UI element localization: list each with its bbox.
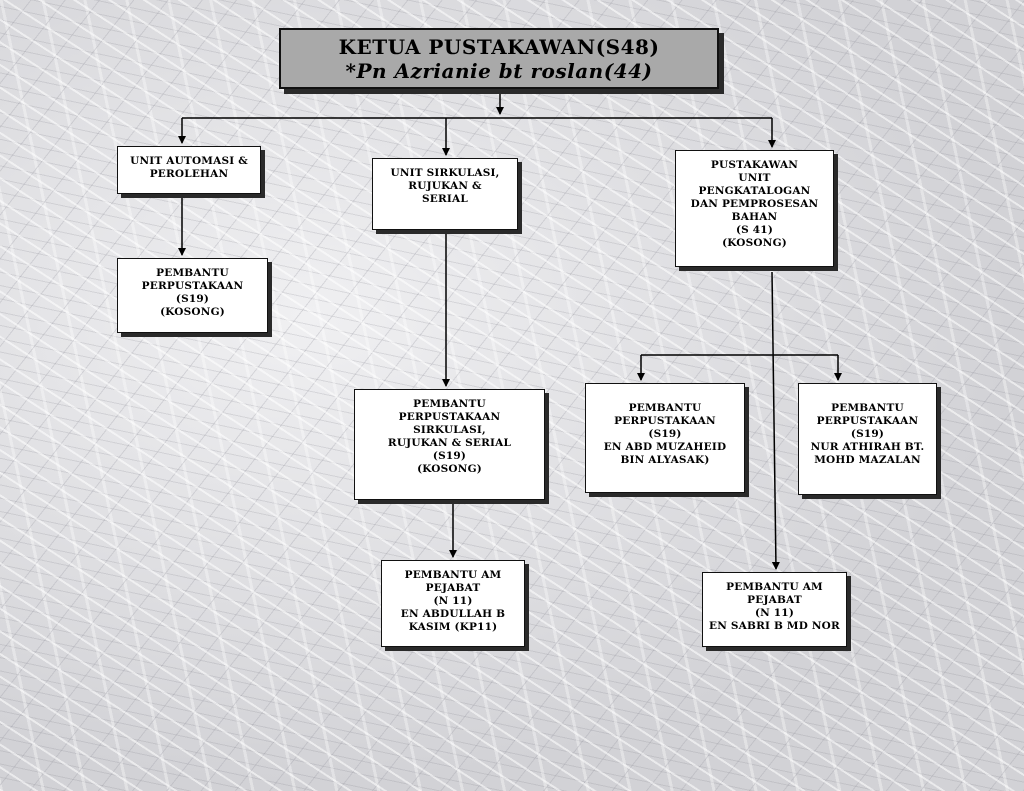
box-line: RUJUKAN & — [408, 180, 482, 192]
box-line: (KOSONG) — [160, 306, 225, 318]
pembantu-am-katalog-box: PEMBANTU AM PEJABAT (N 11) EN SABRI B MD… — [702, 572, 847, 647]
head-title: KETUA PUSTAKAWAN(S48) — [338, 34, 660, 59]
box-line: DAN PEMPROSESAN — [690, 198, 819, 210]
box-line: (S19) — [175, 293, 210, 305]
box-line: PERPUSTAKAAN — [614, 415, 716, 427]
box-line: PEJABAT — [425, 582, 481, 594]
box-line: MOHD MAZALAN — [814, 454, 921, 466]
box-line: (S19) — [850, 428, 885, 440]
box-line: NUR ATHIRAH BT. — [810, 441, 925, 453]
box-line: PEJABAT — [747, 594, 802, 606]
box-line: (N 11) — [433, 595, 473, 607]
box-line: UNIT SIRKULASI, — [390, 167, 500, 179]
box-line: UNIT AUTOMASI & — [130, 155, 248, 167]
box-line: UNIT — [738, 172, 771, 184]
box-line: PERPUSTAKAAN — [398, 411, 501, 423]
box-line: EN ABDULLAH B — [400, 608, 506, 620]
connector-katalog-am — [771, 271, 780, 570]
unit-sirkulasi-box: UNIT SIRKULASI, RUJUKAN & SERIAL — [372, 158, 518, 230]
box-line: PEMBANTU — [413, 398, 486, 410]
box-line: PEROLEHAN — [149, 168, 229, 180]
box-line: EN ABD MUZAHEID — [603, 441, 727, 453]
box-line: SIRKULASI, — [413, 424, 486, 436]
box-line: (KOSONG) — [722, 237, 787, 249]
unit-automasi-box: UNIT AUTOMASI & PEROLEHAN — [117, 146, 261, 194]
box-line: BIN ALYASAK) — [620, 454, 710, 466]
box-line: (S 41) — [736, 224, 773, 236]
unit-katalog-box: PUSTAKAWAN UNIT PENGKATALOGAN DAN PEMPRO… — [675, 150, 834, 267]
box-line: PEMBANTU AM — [726, 581, 823, 593]
box-line: PERPUSTAKAAN — [141, 280, 244, 292]
pembantu-athirah-box: PEMBANTU PERPUSTAKAAN (S19) NUR ATHIRAH … — [798, 383, 937, 495]
box-line: PERPUSTAKAAN — [816, 415, 919, 427]
box-line: PEMBANTU AM — [404, 569, 502, 581]
box-line: (S19) — [648, 428, 682, 440]
box-line: PUSTAKAWAN — [710, 159, 799, 171]
pembantu-automasi-box: PEMBANTU PERPUSTAKAAN (S19) (KOSONG) — [117, 258, 268, 333]
box-line: (S19) — [432, 450, 467, 462]
head-librarian-box: KETUA PUSTAKAWAN(S48) *Pn Azrianie bt ro… — [279, 28, 719, 89]
box-line: KASIM (KP11) — [408, 621, 498, 633]
box-line: PEMBANTU — [831, 402, 904, 414]
box-line: PEMBANTU — [156, 267, 229, 279]
box-line: PENGKATALOGAN — [698, 185, 811, 197]
head-name: *Pn Azrianie bt roslan(44) — [345, 58, 653, 83]
box-line: BAHAN — [731, 211, 778, 223]
box-line: EN SABRI B MD NOR — [709, 620, 840, 632]
pembantu-am-sirkulasi-box: PEMBANTU AM PEJABAT (N 11) EN ABDULLAH B… — [381, 560, 525, 647]
box-line: (KOSONG) — [417, 463, 482, 475]
box-line: SERIAL — [422, 193, 468, 205]
box-line: (N 11) — [754, 607, 794, 619]
box-line: PEMBANTU — [628, 402, 702, 414]
box-line: RUJUKAN & SERIAL — [387, 437, 512, 449]
pembantu-muzaheid-box: PEMBANTU PERPUSTAKAAN (S19) EN ABD MUZAH… — [585, 383, 745, 493]
pembantu-sirkulasi-box: PEMBANTU PERPUSTAKAAN SIRKULASI, RUJUKAN… — [354, 389, 545, 500]
